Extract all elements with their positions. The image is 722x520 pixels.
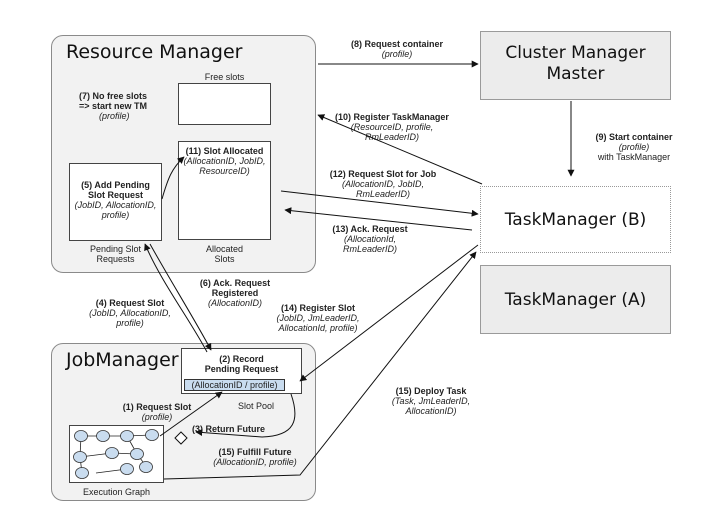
edge9-label-1: (9) Start container (595, 132, 673, 142)
allocated-slots-box (178, 141, 271, 240)
step7-line3: (profile) (99, 111, 130, 121)
edge4-arrow (144, 243, 208, 353)
execution-graph-nodes (73, 429, 159, 479)
edge13-label-1: (13) Ack. Request (332, 224, 408, 234)
edge6-label-2: Registered (211, 288, 259, 298)
edge14-label-1: (14) Register Slot (280, 303, 356, 313)
edge12-label-1: (12) Request Slot for Job (329, 169, 437, 179)
job-manager-title: JobManager (66, 349, 179, 371)
step2-line2: Pending Request (204, 364, 279, 374)
edge10-arrow (317, 114, 483, 185)
task-manager-a-box (480, 265, 671, 334)
edge10-label-1: (10) Register TaskManager (335, 112, 449, 122)
edge15-deploy-label-1: (15) Deploy Task (395, 386, 467, 396)
step11-line2: (AllocationID, JobID, (183, 156, 266, 166)
edge11-arrow (161, 156, 185, 200)
edge15-deploy-arrow (163, 251, 477, 480)
edge6-label-3: (AllocationID) (207, 298, 263, 308)
step11-line3: ResourceID) (199, 166, 250, 176)
edge12-label-3: RmLeaderID) (355, 189, 411, 199)
future-diamond (174, 431, 188, 445)
step5-line3: (JobID, AllocationID, (74, 200, 157, 210)
allocation-profile-entry: (AllocationID / profile) (184, 379, 285, 391)
execution-graph-label: Execution Graph (82, 487, 151, 497)
edge4-label-1: (4) Request Slot (95, 298, 165, 308)
step2-line1: (2) Record (219, 354, 264, 364)
edge15-deploy-label-3: AllocationID) (405, 406, 457, 416)
edge15-fulfill-label-2: (AllocationID, profile) (213, 457, 297, 467)
edge8-label-2: (profile) (381, 49, 413, 59)
allocated-slots-label-2: Slots (214, 254, 235, 264)
edge4-label-3: profile) (116, 318, 144, 328)
edge3-label-1: (3) Return Future (192, 424, 265, 434)
resource-manager-title: Resource Manager (66, 41, 243, 63)
edge1-label-1: (1) Request Slot (122, 402, 192, 412)
edge15-deploy-label-2: (Task, JmLeaderID, (391, 396, 471, 406)
cluster-manager-master-box (480, 31, 671, 100)
edge14-arrow (299, 244, 479, 382)
edge13-label-2: (AllocationId, (343, 234, 397, 244)
pending-slot-requests-label-1: Pending Slot (89, 244, 142, 254)
pending-slot-requests-box (69, 163, 162, 241)
edge6-label-1: (6) Ack. Request (199, 278, 271, 288)
step11-line1: (11) Slot Allocated (185, 146, 264, 156)
edge1-label-2: (profile) (141, 412, 173, 422)
edge12-label-2: (AllocationID, JobID, (341, 179, 425, 189)
edge1-arrow (159, 391, 223, 437)
cluster-manager-line1: Cluster Manager (505, 43, 646, 63)
step5-line4: profile) (101, 210, 130, 220)
edge9-label-3: with TaskManager (597, 152, 671, 162)
edge12-arrow (280, 190, 479, 217)
edge14-label-3: AllocationId, profile) (278, 323, 358, 333)
task-manager-b-box (480, 186, 671, 253)
edge6-arrow (149, 243, 212, 351)
cluster-manager-line2: Master (546, 64, 605, 84)
edge15-fulfill-label-1: (15) Fulfill Future (218, 447, 292, 457)
step5-line2: Slot Request (87, 190, 143, 200)
free-slots-label: Free slots (204, 72, 245, 82)
edge14-label-2: (JobID, JmLeaderID, (276, 313, 360, 323)
edge9-label-2: (profile) (618, 142, 650, 152)
task-manager-a-label: TaskManager (A) (504, 290, 647, 310)
step7-line1: (7) No free slots (79, 91, 148, 101)
edge8-label-1: (8) Request container (350, 39, 444, 49)
edge3-arrow (195, 393, 296, 438)
allocated-slots-label-1: Allocated (205, 244, 244, 254)
free-slots-box (178, 83, 271, 125)
pending-slot-requests-label-2: Requests (96, 254, 135, 264)
edge10-label-3: RmLeaderID) (364, 132, 420, 142)
step7-line2: => start new TM (79, 101, 148, 111)
edge4-label-2: (JobID, AllocationID, (89, 308, 171, 318)
edge13-arrow (284, 207, 473, 231)
step5-line1: (5) Add Pending (81, 180, 150, 190)
slot-pool-label: Slot Pool (238, 401, 275, 411)
edge13-label-3: RmLeaderID) (342, 244, 398, 254)
edge10-label-2: (ResourceID, profile, (350, 122, 434, 132)
task-manager-b-label: TaskManager (B) (504, 210, 647, 230)
